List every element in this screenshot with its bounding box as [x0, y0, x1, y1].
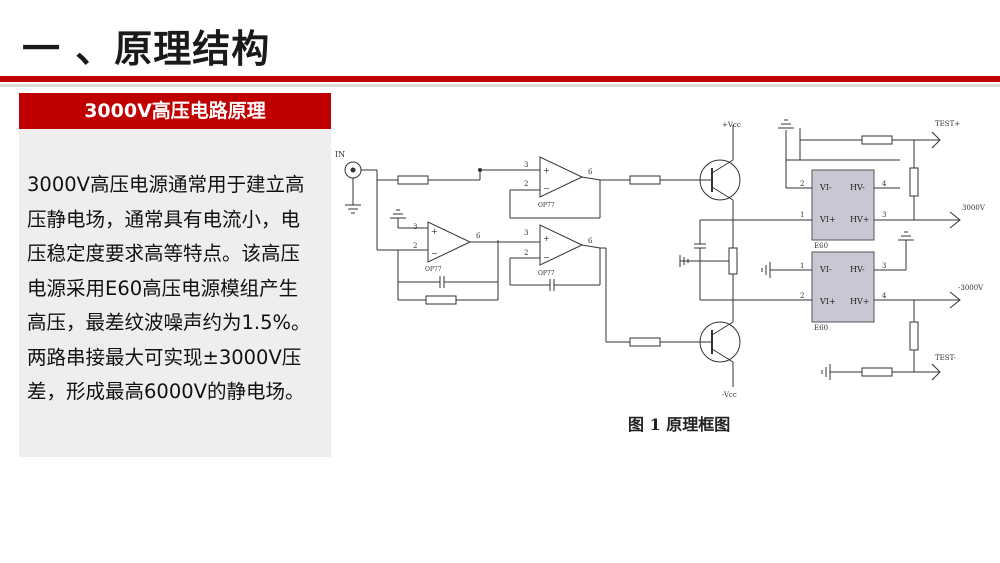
- svg-text:OP77: OP77: [538, 270, 555, 277]
- svg-text:2: 2: [524, 180, 528, 188]
- input-resistor: [397, 175, 429, 185]
- card-background: [19, 129, 331, 457]
- svg-text:2: 2: [413, 242, 417, 250]
- resistor-r2: [629, 175, 661, 185]
- out-neg-arrow: [949, 291, 961, 309]
- opamp-2: [427, 221, 472, 263]
- card-text: 3000V高压电源通常用于建立高 压静电场，通常具有电流小，电 压稳定度要求高等…: [27, 173, 311, 403]
- svg-text:HV+: HV+: [850, 215, 869, 224]
- svg-text:VI-: VI-: [819, 265, 832, 274]
- svg-text:6: 6: [588, 237, 593, 245]
- label-in: IN: [335, 150, 345, 159]
- svg-text:−: −: [543, 184, 550, 193]
- label-out-pos: 3000V: [962, 204, 986, 212]
- svg-text:3: 3: [882, 262, 886, 270]
- figure-caption: 图 1 原理框图: [628, 415, 731, 434]
- opamp-3: [539, 224, 584, 266]
- svg-text:HV-: HV-: [850, 265, 865, 274]
- label-test-neg: TEST-: [935, 354, 956, 362]
- svg-text:2: 2: [800, 292, 804, 300]
- label-vcc-neg: -Vcc: [722, 391, 737, 399]
- svg-text:−: −: [431, 249, 438, 258]
- svg-text:3: 3: [524, 161, 528, 169]
- divider-resistor-bottom: [909, 321, 919, 351]
- resistor-r3: [629, 337, 661, 347]
- svg-text:4: 4: [882, 292, 887, 300]
- feedback-resistor-2: [425, 295, 457, 305]
- svg-text:6: 6: [588, 168, 593, 176]
- svg-text:3: 3: [882, 211, 886, 219]
- svg-text:VI+: VI+: [819, 297, 836, 306]
- test-resistor-top: [861, 135, 893, 145]
- test-resistor-bottom: [861, 367, 893, 377]
- svg-text:HV+: HV+: [850, 297, 869, 306]
- test-neg-arrow: [931, 363, 941, 381]
- label-test-pos: TEST+: [935, 120, 960, 128]
- svg-text:2: 2: [800, 180, 804, 188]
- opamp-1: [539, 156, 584, 198]
- potentiometer: [728, 247, 738, 275]
- divider-resistor-top: [909, 167, 919, 197]
- svg-text:2: 2: [524, 249, 528, 257]
- svg-text:OP77: OP77: [425, 266, 442, 273]
- title-underline: [0, 76, 1000, 82]
- circuit-schematic: IN 3 + − 2 6 OP77 3 + − 2 6 OP77 3 + −: [335, 119, 986, 399]
- svg-text:E60: E60: [814, 242, 828, 250]
- svg-text:E60: E60: [814, 324, 828, 332]
- test-pos-arrow: [931, 131, 941, 149]
- slide-title: 一 、原理结构: [22, 27, 271, 71]
- svg-text:+: +: [431, 227, 438, 236]
- svg-text:1: 1: [800, 262, 804, 270]
- svg-text:4: 4: [882, 180, 887, 188]
- e60-module-top: [811, 169, 875, 241]
- svg-text:3: 3: [524, 229, 528, 237]
- svg-text:OP77: OP77: [538, 202, 555, 209]
- title-underline-shadow: [0, 84, 1000, 87]
- svg-text:HV-: HV-: [850, 183, 865, 192]
- label-vcc-pos: +Vcc: [722, 121, 741, 129]
- svg-text:VI-: VI-: [819, 183, 832, 192]
- e60-module-bottom: [811, 251, 875, 323]
- svg-text:+: +: [543, 166, 550, 175]
- svg-text:6: 6: [476, 232, 481, 240]
- svg-text:3: 3: [413, 223, 417, 231]
- out-pos-arrow: [949, 211, 961, 229]
- svg-text:−: −: [543, 253, 550, 262]
- svg-text:VI+: VI+: [819, 215, 836, 224]
- svg-text:1: 1: [800, 211, 804, 219]
- svg-text:+: +: [543, 234, 550, 243]
- card-heading: 3000V高压电路原理: [19, 93, 331, 129]
- label-out-neg: -3000V: [958, 284, 984, 292]
